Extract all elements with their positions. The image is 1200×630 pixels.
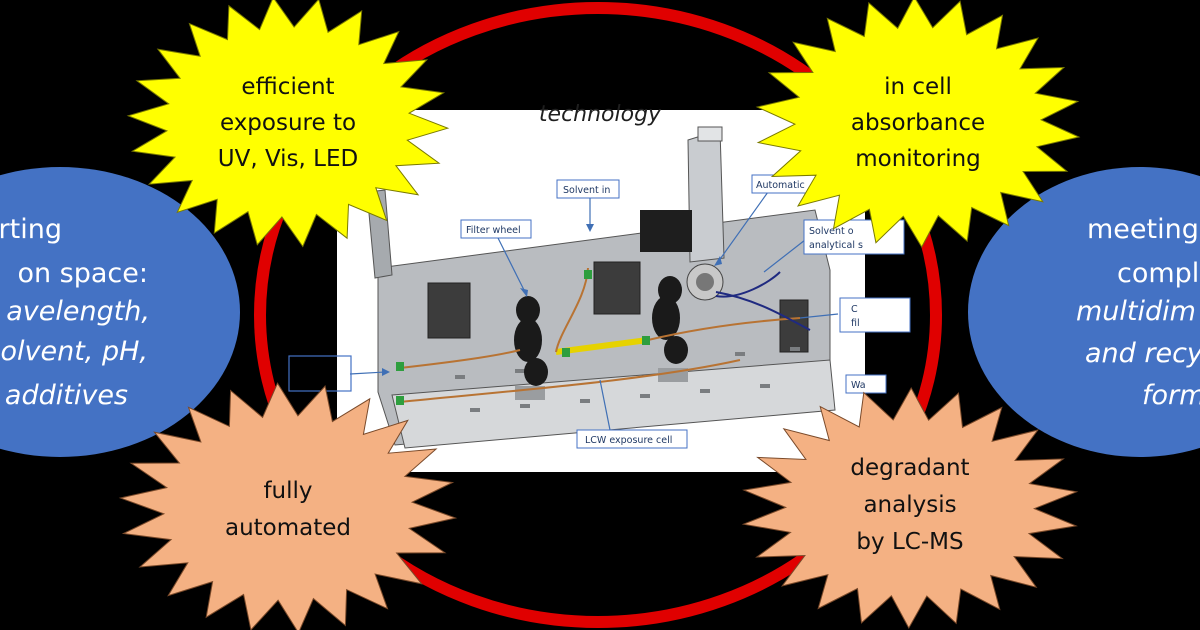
absorbance-detector (686, 263, 724, 301)
label-filter-wheel: Filter wheel (460, 219, 532, 239)
burst-top-right: in cell absorbance monitoring (755, 0, 1081, 249)
lcw-cell-rod (555, 337, 649, 355)
left-ellipse-shape (0, 167, 240, 457)
burst-top-right-line-3: monitoring (855, 146, 981, 172)
burst-top-right-shape (755, 0, 1081, 249)
cycle-ring (254, 2, 942, 628)
green-fittings (396, 270, 650, 405)
right-ellipse-shape (968, 167, 1200, 457)
label-solvent-out-text-1: Solvent o (809, 226, 854, 237)
device-panel: technology (288, 102, 911, 472)
label-lcw-cell-text: LCW exposure cell (585, 435, 672, 446)
burst-top-left-shape (126, 0, 450, 248)
burst-top-left: efficient exposure to UV, Vis, LED (126, 0, 450, 248)
right-ellipse-italic-line-2: and recy (1085, 338, 1200, 369)
chassis-right-column (687, 129, 725, 263)
label-filter-wheel-text: Filter wheel (466, 225, 521, 236)
burst-top-right-line-2: absorbance (851, 110, 985, 136)
label-automatic-text: Automatic (756, 180, 805, 191)
left-ellipse-line-2: on space: (17, 258, 148, 289)
burst-bottom-right-line-1: degradant (850, 455, 969, 481)
label-clipped-filter: C fil (839, 297, 911, 333)
right-ellipse-italic-line-1: multidim (1076, 296, 1196, 327)
label-clipped-filter-text-1: C (851, 304, 858, 315)
burst-bottom-left: fully automated (118, 382, 458, 630)
left-ellipse-italic-line-2: olvent, pH, (1, 336, 149, 367)
burst-bottom-left-line-1: fully (263, 478, 312, 504)
burst-bottom-right-line-2: analysis (863, 492, 956, 518)
chassis-floor-slots (455, 347, 800, 412)
chassis-black-box (640, 210, 692, 252)
right-ellipse-italic-line-3: form (1142, 380, 1200, 411)
label-clipped-filter-text-2: fil (851, 318, 860, 329)
burst-top-right-line-1: in cell (884, 74, 952, 100)
burst-bottom-left-line-2: automated (225, 515, 351, 541)
device-title: technology (539, 102, 662, 127)
label-clipped-waste-text: Wa (851, 380, 866, 391)
label-solvent-in: Solvent in (556, 179, 620, 199)
burst-bottom-right-shape (741, 386, 1079, 630)
device-chassis (366, 126, 836, 449)
burst-top-left-line-1: efficient (241, 74, 334, 100)
left-ellipse-line-1: rting (0, 214, 62, 245)
left-ellipse-italic-line-1: avelength, (6, 296, 150, 327)
burst-bottom-right: degradant analysis by LC-MS (741, 386, 1079, 630)
right-ellipse-line-1: meeting (1087, 214, 1199, 245)
label-solvent-out-text-2: analytical s (809, 240, 863, 251)
filter-wheel-left (514, 296, 548, 400)
filter-wheel-right (652, 276, 688, 382)
label-solvent-in-text: Solvent in (563, 185, 610, 196)
leader-arrows (349, 191, 839, 431)
burst-bottom-left-shape (118, 382, 458, 630)
chassis-plate-center (593, 261, 641, 315)
burst-top-left-line-3: UV, Vis, LED (218, 146, 358, 172)
burst-top-left-line-2: exposure to (220, 110, 356, 136)
left-ellipse-italic-line-3: additives (5, 380, 128, 411)
burst-bottom-right-line-3: by LC-MS (856, 529, 963, 555)
chassis-plate-left (427, 282, 471, 339)
label-lcw-cell: LCW exposure cell (576, 429, 688, 449)
leader-arrow-heads (382, 224, 722, 376)
right-ellipse-line-2: compl (1117, 258, 1199, 289)
label-clipped-waste: Wa (845, 374, 887, 394)
right-ellipse: meeting compl multidim and recy form (968, 167, 1200, 457)
left-ellipse: rting on space: avelength, olvent, pH, a… (0, 167, 240, 457)
chassis-right-column-cap (697, 126, 723, 142)
